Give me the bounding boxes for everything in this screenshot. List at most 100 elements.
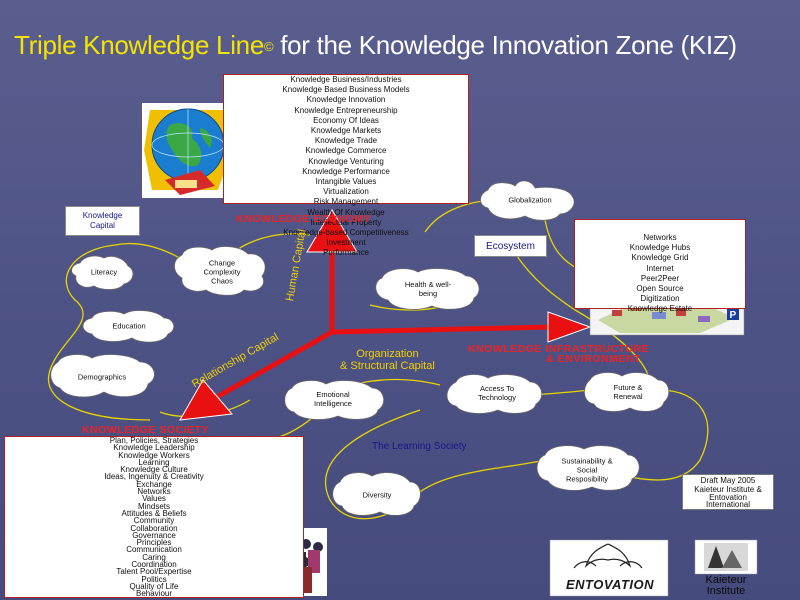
piece-education: [82, 310, 175, 343]
society-item: Mindsets: [137, 501, 170, 511]
access-line2: Technology: [478, 393, 516, 402]
society-item: Coordination: [131, 560, 177, 570]
diversity-text: Diversity: [362, 490, 392, 500]
infrastructure-item: Peer2Peer: [640, 273, 680, 283]
knowledge-capital-box: Knowledge Capital: [65, 206, 140, 236]
infrastructure-heading: KNOWLEDGE INFRASTRUCTURE & ENVIRONMENT: [468, 343, 650, 365]
triple-axis-arrows: [179, 209, 592, 421]
future-line1: Future &: [613, 383, 643, 392]
organization-capital-label: Organization & Structural Capital: [340, 348, 435, 372]
society-item: Exchange: [136, 479, 172, 489]
infrastructure-item: Digitization: [640, 294, 680, 304]
society-item: Learning: [138, 457, 170, 467]
ecosystem-box: Ecosystem: [474, 235, 547, 257]
economy-item: Intellectual Property: [310, 217, 382, 227]
demographics-text: Demographics: [77, 372, 127, 382]
kaieteur-wordmark: Kaieteur Institute: [690, 575, 762, 597]
society-item: Quality of Life: [129, 581, 179, 591]
draft-line1: Draft May 2005: [700, 476, 756, 485]
infrastructure-box: Networks Knowledge Hubs Knowledge Grid I…: [574, 219, 746, 313]
economy-item: Knowledge Trade: [314, 136, 378, 146]
globalization-text: Globalization: [508, 195, 552, 205]
piece-sustainability: [536, 445, 640, 491]
title-highlight: Triple Knowledge Line: [14, 30, 265, 60]
piece-future: [584, 372, 670, 412]
economy-item: Knowledge Entrepreneurship: [294, 105, 398, 115]
change-line1: Change: [208, 258, 236, 268]
economy-item: Knowledge Innovation: [306, 95, 386, 105]
society-item: Talent Pool/Expertise: [116, 567, 192, 577]
entovation-logo: [549, 539, 669, 597]
infrastructure-item: Open Source: [636, 284, 684, 294]
education-text: Education: [112, 321, 146, 331]
svg-text:P: P: [730, 310, 737, 321]
society-item: Politics: [141, 574, 167, 584]
society-item: Governance: [132, 530, 176, 540]
kaieteur-line2: Institute: [706, 585, 746, 597]
emotional-line2: Intelligence: [314, 399, 352, 408]
draft-line2: Kaieteur Institute &: [694, 485, 762, 495]
society-item: Collaboration: [130, 523, 178, 533]
kaieteur-logo: [694, 539, 758, 575]
economy-item: Intangible Values: [315, 177, 377, 187]
society-item: Networks: [137, 487, 171, 497]
society-item: Principles: [136, 538, 172, 548]
infrastructure-item: Knowledge Hubs: [629, 243, 691, 253]
entovation-wordmark: ENTOVATION: [565, 577, 655, 592]
draft-line4: International: [705, 500, 751, 510]
infrastructure-item: Internet: [646, 263, 674, 273]
economy-item: Wealth Of Knowledge: [307, 207, 385, 217]
title-rest: for the Knowledge Innovation Zone (KIZ): [273, 30, 737, 60]
organization-line1: Organization: [356, 348, 419, 360]
infrastructure-item: Networks: [643, 233, 677, 242]
society-item: Attitudes & Beliefs: [121, 508, 187, 518]
copyright-symbol: ©: [264, 39, 274, 54]
health-line2: being: [418, 289, 438, 298]
piece-health: [375, 268, 480, 310]
change-text: Change Complexity Chaos: [203, 259, 240, 286]
economy-item: Knowledge-based Competitiveness: [283, 228, 409, 238]
learning-society-label: The Learning Society: [372, 441, 467, 452]
literacy-text: Literacy: [90, 267, 118, 277]
society-item: Ideas, Ingenuity & Creativity: [104, 472, 204, 482]
sustainability-line1: Sustainability &: [561, 456, 613, 466]
society-box: Plan, Policies, Strategies Knowledge Lea…: [4, 436, 304, 598]
economy-item: Knowledge Business/Industries: [290, 75, 402, 84]
infrastructure-heading-line2: & ENVIRONMENT: [546, 353, 641, 365]
emotional-text: Emotional Intelligence: [314, 390, 352, 408]
change-line2: Complexity: [203, 267, 241, 277]
economy-item: Risk Management: [313, 197, 379, 207]
society-item: Caring: [142, 552, 166, 562]
page-title: Triple Knowledge Line© for the Knowledge…: [14, 30, 794, 61]
piece-globalization: [480, 180, 575, 221]
economy-heading: KNOWLEDGE ECONOMY: [236, 213, 372, 225]
piece-demographics: [50, 354, 155, 398]
organization-line2: & Structural Capital: [340, 360, 435, 372]
health-line1: Health & well-: [404, 280, 452, 289]
economy-box: Knowledge Business/Industries Knowledge …: [223, 74, 469, 257]
economy-item: Virtualization: [323, 187, 369, 197]
piece-literacy: [71, 255, 134, 290]
globe-illustration: [142, 103, 232, 198]
infrastructure-item: Knowledge Grid: [631, 253, 689, 263]
society-item: Community: [133, 516, 175, 526]
sustainability-line2: Social: [576, 465, 598, 475]
puzzle-pieces: [50, 180, 670, 516]
society-item: Knowledge Leadership: [113, 443, 195, 453]
kaieteur-line1: Kaieteur: [705, 574, 747, 586]
society-item: Plan, Policies, Strategies: [109, 436, 199, 445]
society-item: Knowledge Workers: [118, 450, 190, 460]
piece-change: [174, 246, 266, 296]
economy-item: Knowledge Commerce: [305, 146, 387, 156]
access-text: Access To Technology: [478, 384, 516, 402]
ecosystem-label: Ecosystem: [486, 241, 535, 252]
economy-item: Knowledge Performance: [302, 166, 390, 176]
piece-diversity: [332, 472, 421, 516]
economy-item: Economy Of Ideas: [313, 115, 379, 125]
piece-emotional: [284, 380, 385, 420]
infrastructure-heading-line1: KNOWLEDGE INFRASTRUCTURE: [468, 343, 650, 355]
draft-box: Draft May 2005 Kaieteur Institute & Ento…: [682, 474, 774, 510]
sustainability-line3: Resposibility: [565, 474, 609, 484]
economy-item: Knowledge Markets: [310, 126, 382, 136]
draft-line3: Entovation: [709, 492, 747, 502]
